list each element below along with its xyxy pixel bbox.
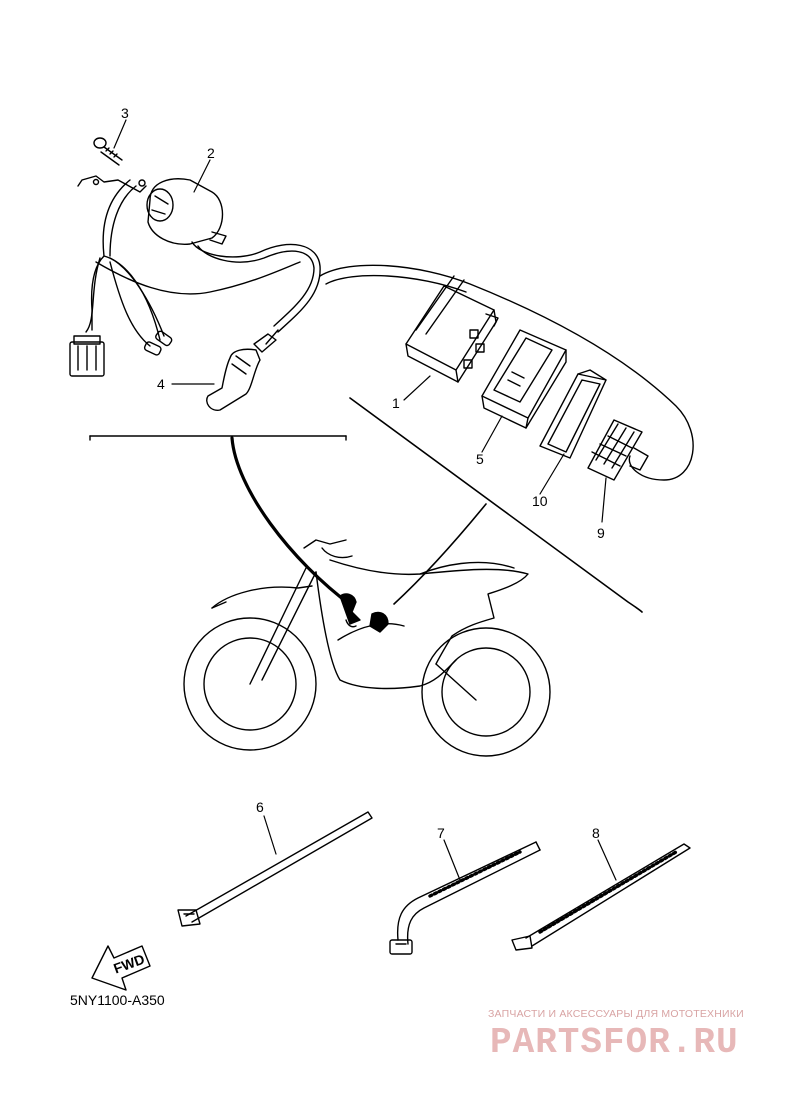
callout-5: 5 <box>476 451 484 467</box>
rear-wheel <box>421 627 551 757</box>
high-tension-lead <box>191 241 321 333</box>
callout-10: 10 <box>532 493 548 509</box>
callout-leaders <box>113 119 617 881</box>
watermark-logo[interactable]: PARTSFOR.RU <box>490 1022 739 1063</box>
wire-terminal <box>143 341 162 356</box>
diagram-code: 5NY1100-A350 <box>70 992 165 1008</box>
ignition-coil-assembly <box>69 137 321 411</box>
callout-2: 2 <box>207 145 215 161</box>
spark-plug-cap-part-4 <box>206 329 279 411</box>
callout-1: 1 <box>392 395 400 411</box>
bolt-part-3 <box>93 137 123 166</box>
cdi-harness-loop <box>319 264 694 481</box>
callout-6: 6 <box>256 799 264 815</box>
leader-line <box>393 503 487 605</box>
callout-4: 4 <box>157 376 165 392</box>
cable-tie-part-8 <box>511 843 691 951</box>
mount-bracket <box>77 175 147 193</box>
cable-tie-part-6 <box>177 811 373 927</box>
callout-9: 9 <box>597 525 605 541</box>
motorcycle-outline <box>183 539 551 757</box>
cdi-group <box>319 264 694 481</box>
fwd-label: FWD <box>111 951 146 977</box>
leader-line <box>230 436 354 608</box>
connector-part-9 <box>587 419 649 481</box>
cable-tie-part-7 <box>389 841 541 955</box>
ignition-coil-part-2 <box>146 178 227 245</box>
forward-direction-arrow: FWD <box>91 945 151 991</box>
cdi-unit-part-1 <box>405 275 499 383</box>
rubber-band-part-10 <box>539 369 607 459</box>
callout-8: 8 <box>592 825 600 841</box>
callout-3: 3 <box>121 105 129 121</box>
group-bracket-right <box>349 397 643 613</box>
wire-terminal <box>155 330 173 347</box>
relay-part-5 <box>481 329 567 429</box>
cdi-location-marker <box>339 593 361 625</box>
coupler-connector <box>69 335 105 377</box>
watermark-tagline: ЗАПЧАСТИ И АКСЕССУАРЫ ДЛЯ МОТОТЕХНИКИ <box>488 1008 744 1020</box>
front-wheel <box>183 617 317 751</box>
callout-7: 7 <box>437 825 445 841</box>
